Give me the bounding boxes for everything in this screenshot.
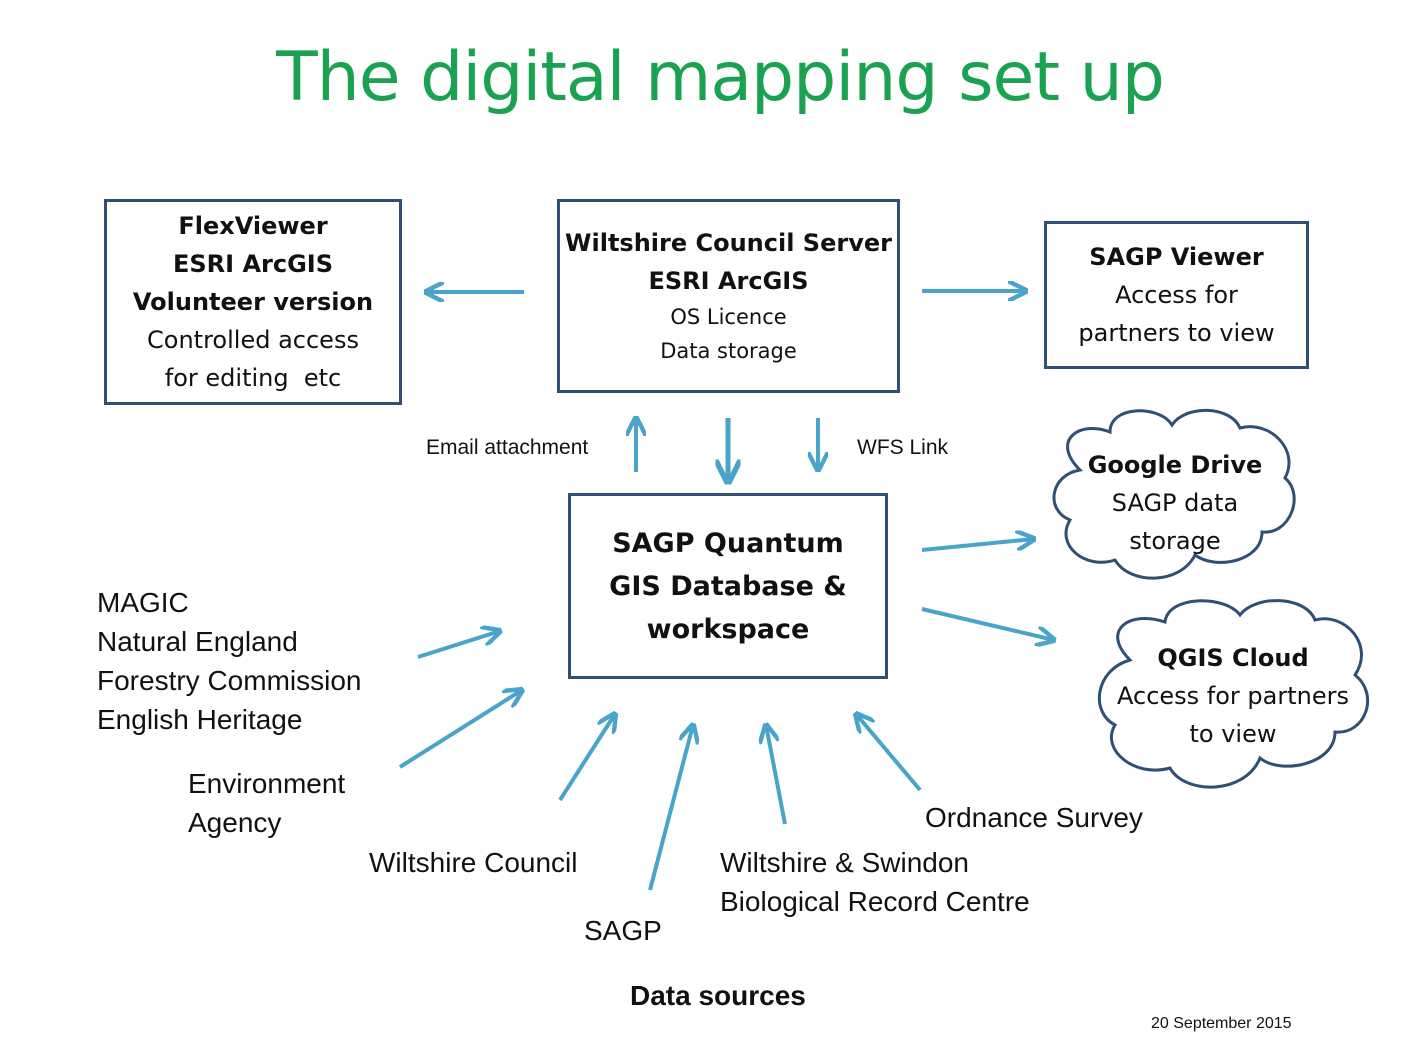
source-env-line-1: Environment <box>188 768 346 799</box>
arrow-from-environment-agency <box>398 690 522 769</box>
google-drive-desc-2: storage <box>1129 527 1221 555</box>
server-name: Wiltshire Council Server <box>565 229 892 257</box>
viewer-desc-2: partners to view <box>1078 319 1275 347</box>
source-english-heritage: English Heritage <box>97 704 303 735</box>
flexviewer-name: FlexViewer <box>178 212 328 240</box>
wfs-link-label: WFS Link <box>857 436 949 459</box>
slide-date: 20 September 2015 <box>1151 1015 1292 1032</box>
arrow-from-ordnance-survey <box>856 714 922 792</box>
server-platform: ESRI ArcGIS <box>648 267 809 295</box>
source-env-line-2: Agency <box>188 807 282 838</box>
google-drive-text: Google Drive SAGP data storage <box>1070 446 1280 560</box>
flexviewer-desc-2: for editing etc <box>164 364 342 392</box>
google-drive-desc-1: SAGP data <box>1111 489 1239 517</box>
arrow-from-wiltshire-council <box>558 714 615 802</box>
email-attachment-label: Email attachment <box>426 436 589 459</box>
source-natural-england: Natural England <box>97 626 298 657</box>
flexviewer-box: FlexViewer ESRI ArcGIS Volunteer version… <box>104 199 402 405</box>
source-environment-agency: Environment Agency <box>188 764 345 842</box>
qgis-cloud-title: QGIS Cloud <box>1157 644 1309 672</box>
quantum-line-3: workspace <box>646 613 810 645</box>
source-sagp: SAGP <box>584 915 662 946</box>
arrow-from-magic <box>417 631 500 659</box>
data-sources-caption: Data sources <box>630 980 806 1011</box>
google-drive-cloud <box>1052 408 1296 580</box>
flexviewer-platform: ESRI ArcGIS <box>173 250 333 278</box>
source-brc-line-1: Wiltshire & Swindon <box>720 847 969 878</box>
quantum-line-2: GIS Database & <box>609 570 847 602</box>
qgis-cloud-text: QGIS Cloud Access for partners to view <box>1100 639 1366 753</box>
qgis-cloud <box>1098 599 1370 789</box>
source-ordnance-survey: Ordnance Survey <box>925 802 1143 833</box>
server-licence: OS Licence <box>670 305 787 329</box>
viewer-name: SAGP Viewer <box>1089 243 1264 271</box>
qgis-cloud-desc-2: to view <box>1189 720 1277 748</box>
source-brc-line-2: Biological Record Centre <box>720 886 1030 917</box>
sagp-viewer-box: SAGP Viewer Access for partners to view <box>1044 221 1309 369</box>
quantum-line-1: SAGP Quantum <box>612 527 844 559</box>
source-group-magic: MAGIC Natural England Forestry Commissio… <box>97 583 361 739</box>
arrow-to-qgis-cloud <box>921 607 1054 640</box>
flexviewer-desc-1: Controlled access <box>147 326 359 354</box>
arrow-from-sagp <box>648 725 693 891</box>
server-storage: Data storage <box>660 339 797 363</box>
quantum-gis-box: SAGP Quantum GIS Database & workspace <box>568 493 888 679</box>
source-magic: MAGIC <box>97 587 189 618</box>
arrow-from-brc <box>766 725 787 825</box>
server-box: Wiltshire Council Server ESRI ArcGIS OS … <box>557 199 900 393</box>
flexviewer-version: Volunteer version <box>132 288 374 316</box>
page-title: The digital mapping set up <box>276 38 1165 117</box>
viewer-desc-1: Access for <box>1115 281 1238 309</box>
qgis-cloud-desc-1: Access for partners <box>1117 682 1349 710</box>
google-drive-title: Google Drive <box>1087 451 1263 479</box>
source-wiltshire-council: Wiltshire Council <box>369 847 578 878</box>
arrow-to-google-drive <box>921 539 1034 552</box>
source-forestry-commission: Forestry Commission <box>97 665 362 696</box>
source-brc: Wiltshire & Swindon Biological Record Ce… <box>720 843 1030 921</box>
